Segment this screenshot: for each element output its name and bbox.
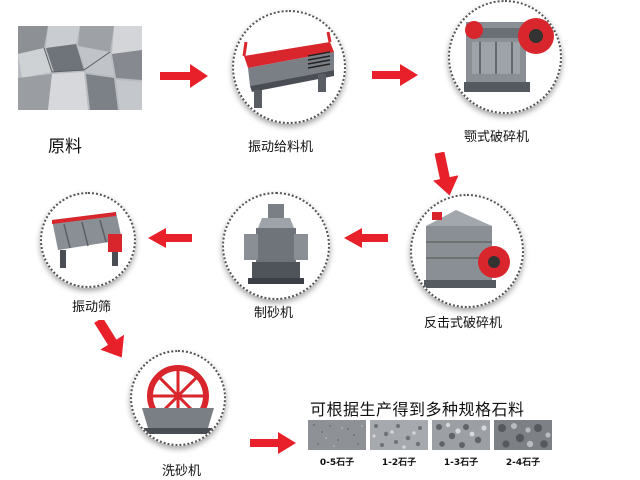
products-title: 可根据生产得到多种规格石料 <box>310 400 525 419</box>
flow-arrow-7 <box>250 432 296 454</box>
vibrating-screen-image <box>40 192 136 288</box>
sand-making-machine-image <box>222 192 330 300</box>
stage-label-sand-making-machine: 制砂机 <box>254 306 294 321</box>
raw-material-image <box>18 26 142 110</box>
flow-arrow-6 <box>92 320 132 364</box>
stage-label-sand-washer: 洗砂机 <box>162 464 202 479</box>
flow-arrow-3 <box>432 152 458 196</box>
product-label-1-2: 1-2石子 <box>381 458 417 468</box>
sand-washer-image <box>130 350 226 446</box>
jaw-crusher-image <box>448 0 562 114</box>
product-swatch-1-3 <box>432 420 490 450</box>
flow-arrow-4 <box>344 228 388 248</box>
product-label-2-4: 2-4石子 <box>505 458 541 468</box>
vibrating-feeder-image <box>232 10 346 124</box>
flow-arrow-5 <box>148 228 192 248</box>
impact-crusher-image <box>410 194 524 308</box>
stage-label-jaw-crusher: 颚式破碎机 <box>464 130 530 145</box>
product-swatch-2-4 <box>494 420 552 450</box>
stage-label-raw-material: 原料 <box>48 137 82 157</box>
stage-label-vibrating-screen: 振动筛 <box>72 300 112 315</box>
flow-arrow-1 <box>160 64 208 88</box>
product-label-0-5: 0-5石子 <box>319 458 355 468</box>
flow-arrow-2 <box>372 64 418 86</box>
product-swatch-1-2 <box>370 420 428 450</box>
product-label-1-3: 1-3石子 <box>443 458 479 468</box>
product-swatch-0-5 <box>308 420 366 450</box>
stage-label-vibrating-feeder: 振动给料机 <box>248 140 314 155</box>
stage-label-impact-crusher: 反击式破碎机 <box>424 316 503 331</box>
